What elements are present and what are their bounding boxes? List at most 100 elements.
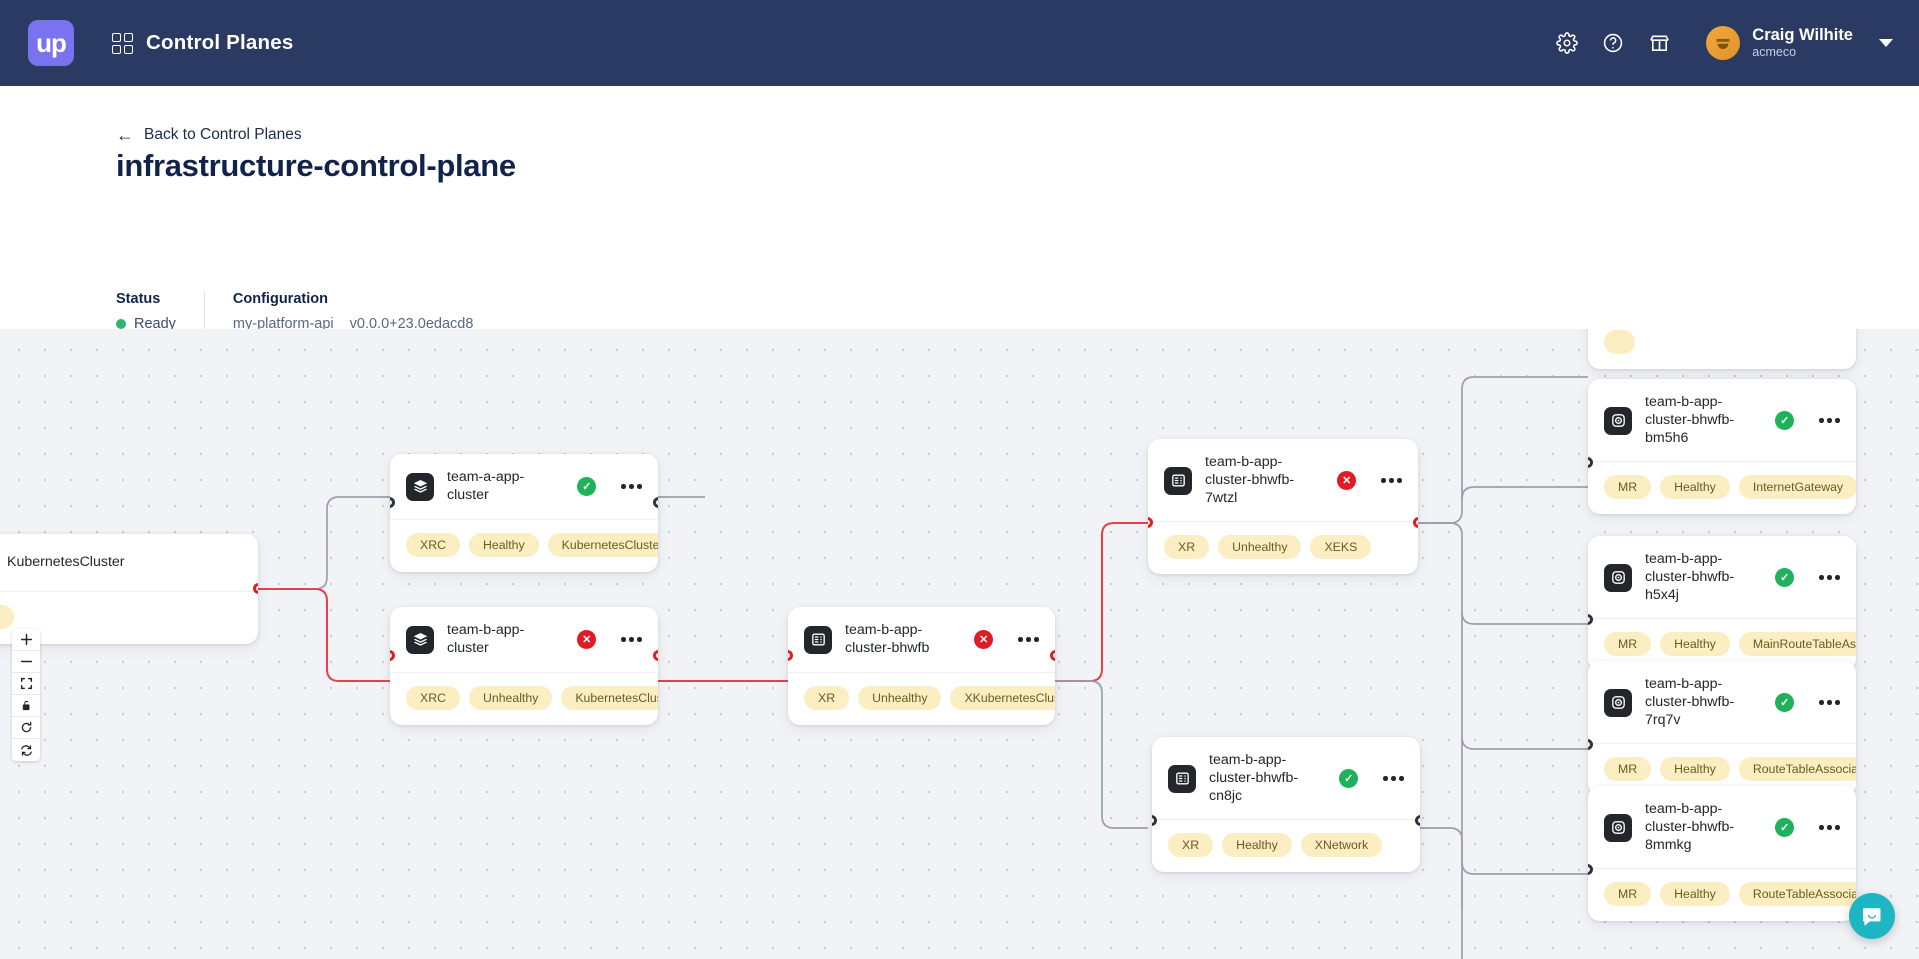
fit-view-icon[interactable] — [12, 673, 40, 695]
status-badge-healthy-icon: ✓ — [1775, 411, 1795, 431]
sync-icon[interactable] — [12, 739, 40, 761]
node-port-left[interactable] — [390, 497, 395, 508]
avatar — [1706, 26, 1741, 60]
node-pill: RouteTableAssociation — [1738, 757, 1856, 782]
status-badge-healthy-icon: ✓ — [1775, 568, 1795, 588]
chevron-down-icon[interactable] — [1879, 39, 1893, 47]
node-port-left[interactable] — [1148, 517, 1153, 528]
node-menu-button[interactable] — [1018, 637, 1039, 643]
node-pill: Unhealthy — [1218, 535, 1302, 560]
status-label: Status — [116, 291, 161, 307]
top-navigation-bar: up Control Planes — [0, 0, 1919, 86]
status-badge-healthy-icon: ✓ — [1775, 818, 1795, 838]
control-plane-meta: Status Ready Configuration my-platform-a… — [116, 291, 473, 337]
status-badge-healthy-icon: ✓ — [1775, 693, 1795, 713]
node-title: team-b-app-cluster-bhwfb — [845, 622, 930, 656]
graph-node-kubernetescluster[interactable]: KubernetesCluster API — [0, 534, 258, 644]
status-badge: Ready — [116, 316, 176, 332]
node-pill: XR — [1164, 535, 1210, 560]
node-pill: XR — [804, 685, 850, 710]
node-port-left[interactable] — [390, 650, 395, 661]
node-port-left[interactable] — [1588, 739, 1593, 750]
nav-app-link[interactable]: Control Planes — [112, 31, 293, 55]
graph-node-team-b-app-cluster-bhwfb-7wtzl[interactable]: team-b-app-cluster-bhwfb-7wtzl ✕ XR Unhe… — [1148, 439, 1418, 575]
node-pill: Healthy — [1660, 475, 1730, 500]
graph-node-team-a-app-cluster[interactable]: team-a-app-cluster ✓ XRC Healthy Kuberne… — [390, 454, 658, 572]
node-title: team-b-app-cluster — [447, 622, 525, 656]
node-port-left[interactable] — [788, 650, 793, 661]
status-dot-icon — [116, 319, 126, 329]
grid-icon — [112, 32, 133, 54]
node-title: team-b-app-cluster-bhwfb-cn8jc — [1209, 752, 1299, 804]
node-title: team-b-app-cluster-bhwfb-8mmkg — [1645, 801, 1735, 853]
canvas-controls — [12, 629, 40, 761]
zoom-out-icon[interactable] — [12, 651, 40, 673]
node-port-right[interactable] — [653, 650, 658, 661]
gear-icon[interactable] — [1544, 20, 1590, 66]
target-icon — [1604, 406, 1632, 435]
node-menu-button[interactable] — [621, 484, 642, 490]
node-port-left[interactable] — [1588, 614, 1593, 625]
marketplace-icon[interactable] — [1636, 20, 1682, 66]
configuration-version: v0.0.0+23.0edacd8 — [349, 316, 474, 332]
resource-icon — [1164, 466, 1192, 495]
status-block: Status Ready — [116, 291, 176, 332]
node-pill: MR — [1604, 882, 1652, 907]
node-menu-button[interactable] — [1819, 825, 1840, 830]
node-pill: Healthy — [1660, 632, 1730, 657]
node-port-right[interactable] — [1050, 650, 1055, 661]
layers-icon — [406, 625, 434, 654]
resource-icon — [804, 625, 832, 654]
zoom-in-icon[interactable] — [12, 629, 40, 651]
node-pill: Unhealthy — [468, 685, 553, 710]
node-pill: API — [0, 605, 14, 629]
resource-graph-canvas[interactable]: KubernetesCluster API team-a-app-cluster… — [0, 329, 1919, 959]
graph-edges — [258, 376, 1588, 959]
node-pill: InternetGateway — [1738, 475, 1856, 500]
graph-node-team-b-app-cluster-bhwfb-bm5h6[interactable]: team-b-app-cluster-bhwfb-bm5h6 ✓ MR Heal… — [1588, 379, 1856, 515]
graph-node-team-b-app-cluster-bhwfb-cn8jc[interactable]: team-b-app-cluster-bhwfb-cn8jc ✓ XR Heal… — [1152, 737, 1420, 873]
back-to-control-planes-link[interactable]: ← Back to Control Planes — [116, 126, 302, 144]
node-port-right[interactable] — [1415, 815, 1420, 826]
help-icon[interactable] — [1590, 20, 1636, 66]
node-pill: XKubernetesCluster — [950, 685, 1055, 710]
node-menu-button[interactable] — [1819, 575, 1840, 580]
node-pill: MR — [1604, 632, 1652, 657]
lock-icon[interactable] — [12, 695, 40, 717]
node-port-right[interactable] — [653, 497, 658, 508]
status-badge-healthy-icon: ✓ — [577, 477, 597, 497]
node-port-left[interactable] — [1152, 815, 1157, 826]
node-pill: Unhealthy — [858, 685, 942, 710]
graph-node-team-b-app-cluster[interactable]: team-b-app-cluster ✕ XRC Unhealthy Kuber… — [390, 607, 658, 725]
user-menu[interactable]: Craig Wilhite acmeco — [1706, 26, 1893, 60]
page-header: ← Back to Control Planes infrastructure-… — [0, 86, 1919, 403]
node-menu-button[interactable] — [1381, 478, 1402, 483]
node-port-right[interactable] — [1413, 517, 1418, 528]
status-badge-unhealthy-icon: ✕ — [974, 630, 994, 650]
configuration-label: Configuration — [232, 291, 328, 307]
node-port-right[interactable] — [253, 583, 258, 594]
graph-node-team-b-app-cluster-bhwfb[interactable]: team-b-app-cluster-bhwfb ✕ XR Unhealthy … — [788, 607, 1055, 725]
graph-node-clipped-top[interactable] — [1588, 329, 1856, 369]
upbound-logo[interactable]: up — [28, 20, 74, 66]
nav-right-actions: Craig Wilhite acmeco — [1544, 20, 1893, 66]
user-org: acmeco — [1752, 45, 1797, 60]
target-icon — [1604, 813, 1632, 842]
back-link-label: Back to Control Planes — [144, 126, 302, 143]
node-menu-button[interactable] — [621, 637, 642, 643]
target-icon — [1604, 688, 1632, 717]
node-port-left[interactable] — [1588, 457, 1593, 468]
chat-support-button[interactable] — [1849, 893, 1895, 939]
node-pill: MainRouteTableAssociation — [1738, 632, 1856, 657]
node-pill: KubernetesCluster — [547, 532, 658, 557]
node-port-left[interactable] — [1588, 864, 1593, 875]
node-menu-button[interactable] — [1819, 700, 1840, 705]
node-menu-button[interactable] — [1819, 418, 1840, 423]
graph-node-team-b-app-cluster-bhwfb-7rq7v[interactable]: team-b-app-cluster-bhwfb-7rq7v ✓ MR Heal… — [1588, 661, 1856, 797]
node-pill: XEKS — [1310, 535, 1372, 560]
graph-node-team-b-app-cluster-bhwfb-8mmkg[interactable]: team-b-app-cluster-bhwfb-8mmkg ✓ MR Heal… — [1588, 786, 1856, 922]
graph-node-team-b-app-cluster-bhwfb-h5x4j[interactable]: team-b-app-cluster-bhwfb-h5x4j ✓ MR Heal… — [1588, 536, 1856, 672]
node-menu-button[interactable] — [1383, 776, 1404, 781]
refresh-icon[interactable] — [12, 717, 40, 739]
node-title: KubernetesCluster — [7, 554, 125, 571]
